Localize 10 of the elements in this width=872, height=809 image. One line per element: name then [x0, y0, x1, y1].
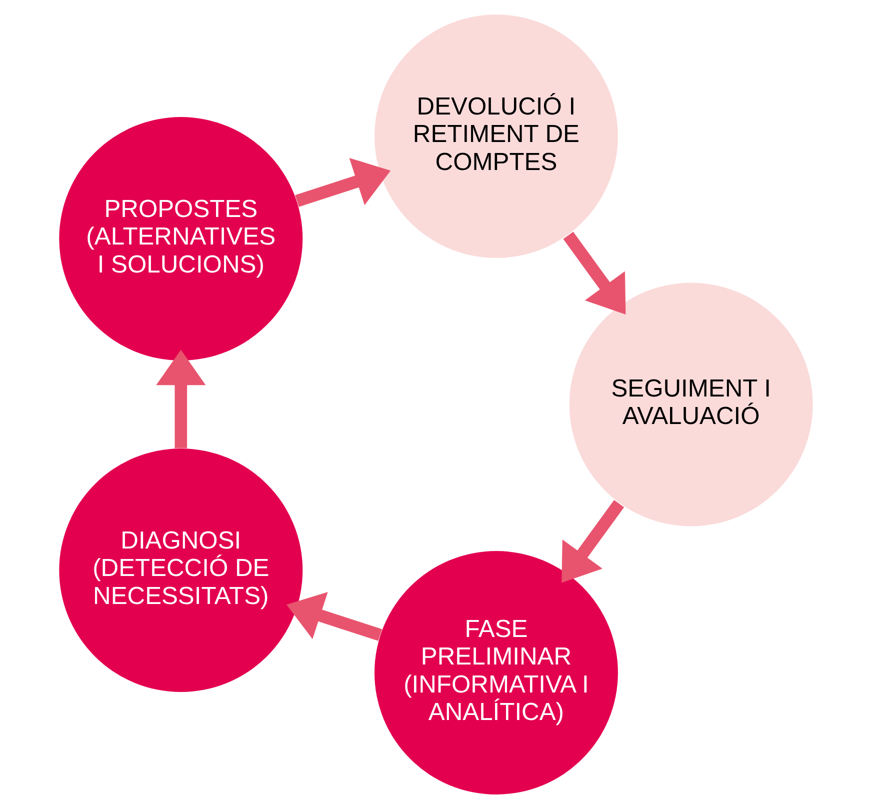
- arrow: [286, 592, 382, 641]
- arrow: [295, 158, 391, 207]
- node-circle: PROPOSTES (ALTERNATIVES I SOLUCIONS): [59, 117, 303, 360]
- arrow: [562, 500, 624, 583]
- node-circle: DEVOLUCIÓ I RETIMENT DE COMPTES: [374, 14, 618, 258]
- node-circle: DIAGNOSI (DETECCIÓ DE NECESSITATS): [59, 448, 303, 692]
- node-circle: FASE PRELIMINAR (INFORMATIVA I ANALÍTICA): [374, 551, 618, 794]
- arrow: [156, 350, 206, 448]
- arrow: [563, 232, 626, 314]
- node-circle: SEGUIMENT I AVALUACIÓ: [569, 282, 813, 526]
